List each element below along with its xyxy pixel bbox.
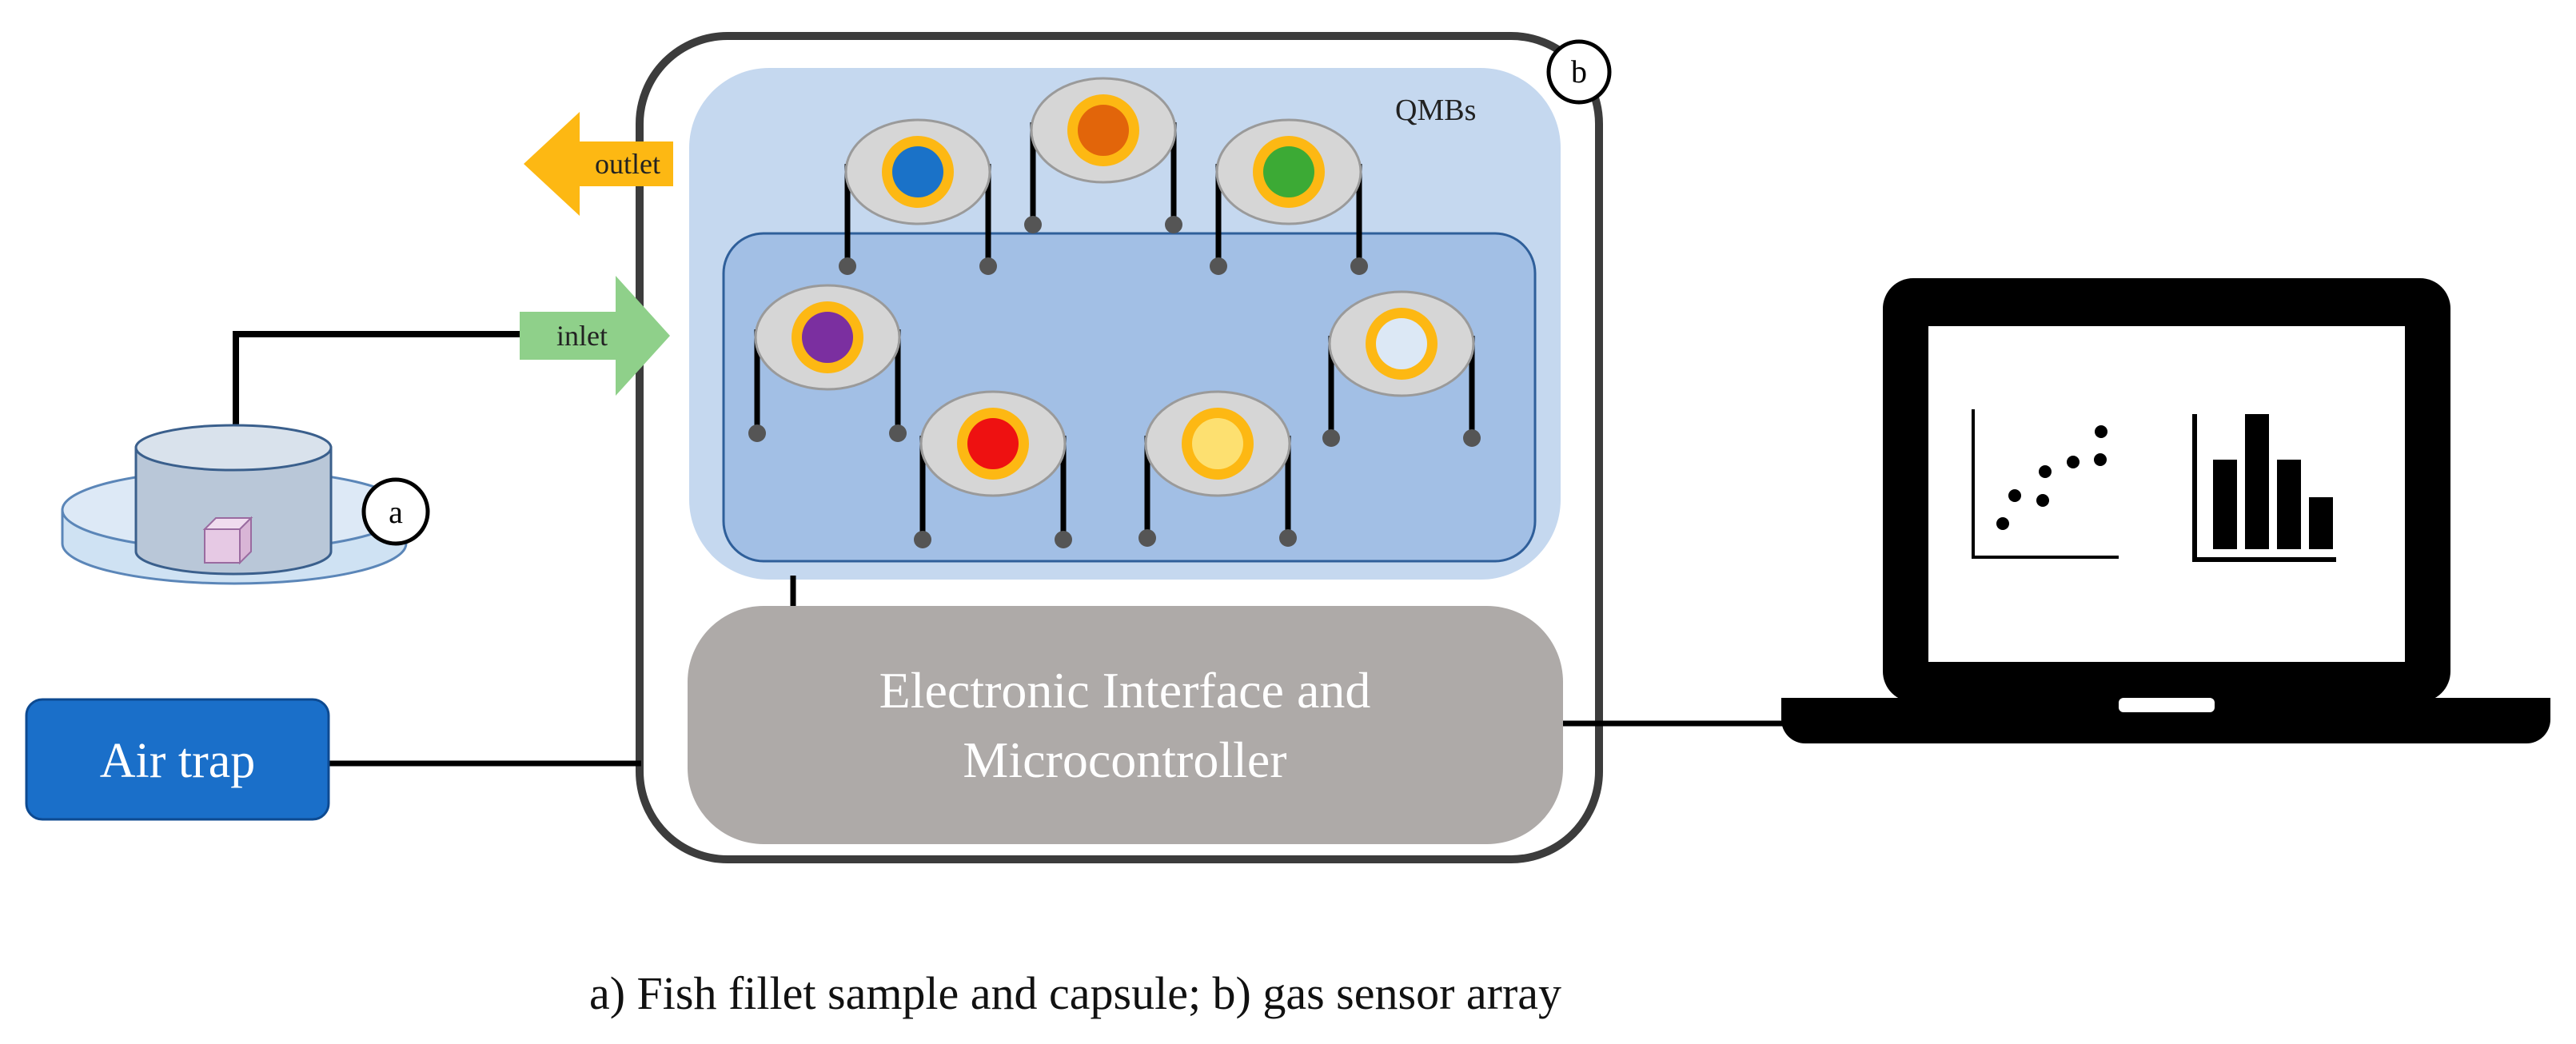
marker-b: b [1546,39,1612,105]
sensor-blue [839,118,997,275]
outlet-label: outlet [595,148,660,180]
sensor-red [914,390,1072,548]
figure-caption: a) Fish fillet sample and capsule; b) ga… [589,967,1561,1019]
qmbs-label: QMBs [1395,94,1476,127]
electronics-label-line2: Microcontroller [963,731,1286,788]
sensor-light-blue [1322,290,1481,447]
inlet-label: inlet [556,320,608,352]
marker-a: a [361,477,430,546]
air-trap-label: Air trap [100,734,256,788]
electronics-box [688,606,1563,844]
air-trap-box [25,698,330,821]
capsule-inlet-tube [233,331,520,448]
sample-capsule [61,424,408,585]
electronics-label-line1: Electronic Interface and [879,662,1371,719]
laptop-icon [1781,278,2550,743]
sensor-purple [748,284,907,442]
inner-chamber [722,232,1537,563]
fish-fillet-cube-icon [202,516,253,565]
sensor-light-yellow [1138,390,1297,547]
laptop-screen [1928,326,2405,662]
marker-a-label: a [389,494,403,530]
marker-b-label: b [1571,54,1587,90]
bar-chart-icon [2192,414,2336,562]
inlet-arrow: inlet [520,276,670,396]
outlet-arrow: outlet [524,112,673,216]
scatter-plot-icon [1972,409,2119,559]
sensor-orange [1024,77,1182,233]
sensor-green [1210,118,1368,275]
qmb-sensors [748,77,1481,548]
